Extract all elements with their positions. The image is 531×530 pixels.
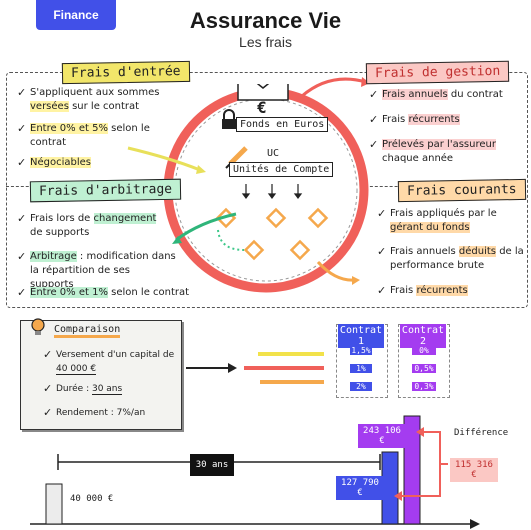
page-subtitle: Les frais	[239, 34, 292, 50]
down-arrows	[241, 184, 303, 199]
growth-chart	[30, 415, 480, 529]
arbitrage-arrow	[175, 212, 237, 242]
comparaison-title: Comparaison	[54, 324, 121, 338]
gestion-arrow	[301, 77, 367, 98]
contrat2-label: Contrat 2	[400, 324, 446, 348]
contrat2-final-label: 243 106 €	[358, 424, 406, 448]
contrat1-value-1: 1,5%	[350, 346, 372, 355]
center-diagram	[163, 84, 369, 293]
contrat1-value-3: 2%	[350, 382, 372, 391]
difference-value: 115 316 €	[450, 458, 498, 482]
arbitrage-item-2: ✓Arbitrage : modification dans la répart…	[17, 250, 176, 290]
uc-short-label: UC	[267, 148, 280, 159]
entree-item-1: ✓S'appliquent aux sommes versées sur le …	[17, 86, 160, 112]
envelope-icon	[237, 84, 289, 101]
courants-item-3: ✓Frais récurrents	[377, 284, 468, 297]
contrat1-final-label: 127 790 €	[336, 476, 384, 500]
comparaison-arrow	[186, 363, 237, 373]
check-icon: ✓	[17, 156, 27, 169]
entree-item-3: ✓Négociables	[17, 156, 91, 169]
label-frais-entree: Frais d'entrée	[61, 60, 190, 85]
fonds-euros-label: Fonds en Euros	[236, 117, 329, 132]
gestion-item-3: ✓Prélevés par l'assureur chaque année	[369, 138, 496, 164]
contrat1-value-2: 1%	[350, 364, 372, 373]
gestion-item-1: ✓Frais annuels du contrat	[369, 88, 503, 101]
check-icon: ✓	[369, 88, 379, 101]
comparaison-item-2: ✓Durée : 30 ans	[43, 382, 123, 395]
label-frais-arbitrage: Frais d'arbitrage	[29, 178, 182, 203]
lightbulb-icon	[31, 318, 45, 335]
lock-icon	[222, 109, 236, 129]
check-icon: ✓	[17, 122, 27, 135]
comparaison-card	[20, 320, 182, 430]
check-icon: ✓	[17, 212, 27, 225]
entree-arrow	[127, 146, 201, 172]
page-title: Assurance Vie	[189, 8, 342, 33]
entree-item-2: ✓Entre 0% et 5% selon le contrat	[17, 122, 150, 148]
check-icon: ✓	[369, 138, 379, 151]
check-icon: ✓	[369, 113, 379, 126]
uc-label: Unités de Compte	[229, 162, 334, 177]
arbitrage-item-1: ✓Frais lors de changement de supports	[17, 212, 157, 238]
line-orange	[260, 380, 324, 384]
contrat2-value-2: 0,5%	[412, 364, 436, 373]
check-icon: ✓	[377, 284, 387, 297]
bar-initial	[45, 483, 63, 525]
contrat2-value-1: 0%	[412, 346, 436, 355]
check-icon: ✓	[43, 382, 53, 395]
duration-label: 30 ans	[190, 454, 234, 476]
check-icon: ✓	[17, 286, 27, 299]
courants-item-1: ✓Frais appliqués par le gérant du fonds	[377, 207, 497, 233]
label-frais-courants: Frais courants	[397, 178, 526, 203]
courants-arrow	[316, 260, 357, 282]
contrat1-label: Contrat 1	[338, 324, 384, 348]
category-tag: Finance	[36, 0, 116, 30]
check-icon: ✓	[43, 348, 53, 361]
top-frame	[6, 72, 528, 308]
label-frais-gestion: Frais de gestion	[365, 60, 510, 85]
bar-contrat1	[381, 451, 399, 525]
check-icon: ✓	[377, 245, 387, 258]
check-icon: ✓	[17, 250, 27, 263]
euro-symbol: €	[257, 98, 267, 117]
check-icon: ✓	[43, 406, 53, 419]
line-red	[244, 366, 324, 370]
contrat2-value-3: 0,3%	[412, 382, 436, 391]
check-icon: ✓	[377, 207, 387, 220]
connector-arrows	[127, 77, 370, 285]
line-yellow	[258, 352, 324, 356]
check-icon: ✓	[17, 86, 27, 99]
courants-item-2: ✓Frais annuels déduits de la performance…	[377, 245, 524, 271]
comparaison-item-1: ✓Versement d'un capital de 40 000 €	[43, 348, 175, 375]
gestion-item-2: ✓Frais récurrents	[369, 113, 460, 126]
arbitrage-item-3: ✓Entre 0% et 1% selon le contrat	[17, 286, 190, 299]
comparaison-item-3: ✓Rendement : 7%/an	[43, 406, 146, 419]
initial-value-label: 40 000 €	[70, 494, 114, 504]
difference-title: Différence	[454, 428, 509, 438]
diamond-supports	[215, 207, 329, 261]
